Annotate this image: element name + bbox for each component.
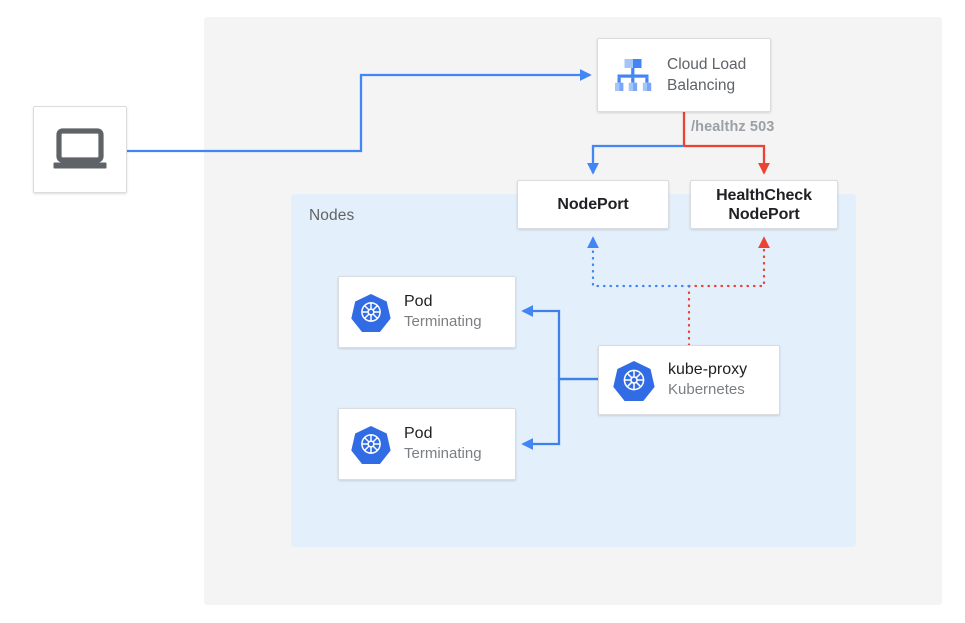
client-device-card[interactable] [33,106,127,193]
edge-kubeproxy-to-pod-2 [521,377,598,450]
edge-load-balancer-to-healthcheck-nodeport [684,144,770,175]
healthcheck-nodeport-label: HealthCheck NodePort [716,186,812,223]
nodes-region-label: Nodes [309,207,355,224]
kube-proxy-card[interactable]: kube-proxy Kubernetes [598,345,780,415]
edge-kubeproxy-to-healthcheck-nodeport-dotted [687,236,770,288]
nodeport-card[interactable]: NodePort [517,180,669,229]
healthz-edge-label: /healthz 503 [691,119,775,135]
pod-title: Pod [404,293,433,310]
kube-proxy-text: kube-proxy Kubernetes [668,360,747,400]
pod-terminating-1-card[interactable]: Pod Terminating [338,276,516,348]
edge-load-balancer-to-nodeport [587,144,684,175]
kube-proxy-subtitle: Kubernetes [668,381,745,398]
pod-terminating-2-text: Pod Terminating [404,424,482,464]
kubernetes-icon [613,359,655,402]
cloud-load-balancing-icon [609,51,657,99]
nodeport-label: NodePort [557,196,629,213]
pod-terminating-2-card[interactable]: Pod Terminating [338,408,516,480]
kubernetes-icon [351,424,391,465]
laptop-icon [52,127,108,172]
cloud-load-balancing-label: Cloud Load Balancing [667,56,747,94]
pod-status: Terminating [404,445,482,462]
healthcheck-nodeport-card[interactable]: HealthCheck NodePort [690,180,838,229]
edge-kubeproxy-to-pod-1 [521,305,598,381]
kubernetes-icon [351,292,391,333]
pod-status: Terminating [404,313,482,330]
pod-title: Pod [404,425,433,442]
pod-terminating-1-text: Pod Terminating [404,292,482,332]
edge-client-to-load-balancer [127,69,592,153]
edge-kubeproxy-to-nodeport-dotted [587,236,691,288]
cloud-load-balancing-card[interactable]: Cloud Load Balancing [597,38,771,112]
kube-proxy-title: kube-proxy [668,361,748,378]
